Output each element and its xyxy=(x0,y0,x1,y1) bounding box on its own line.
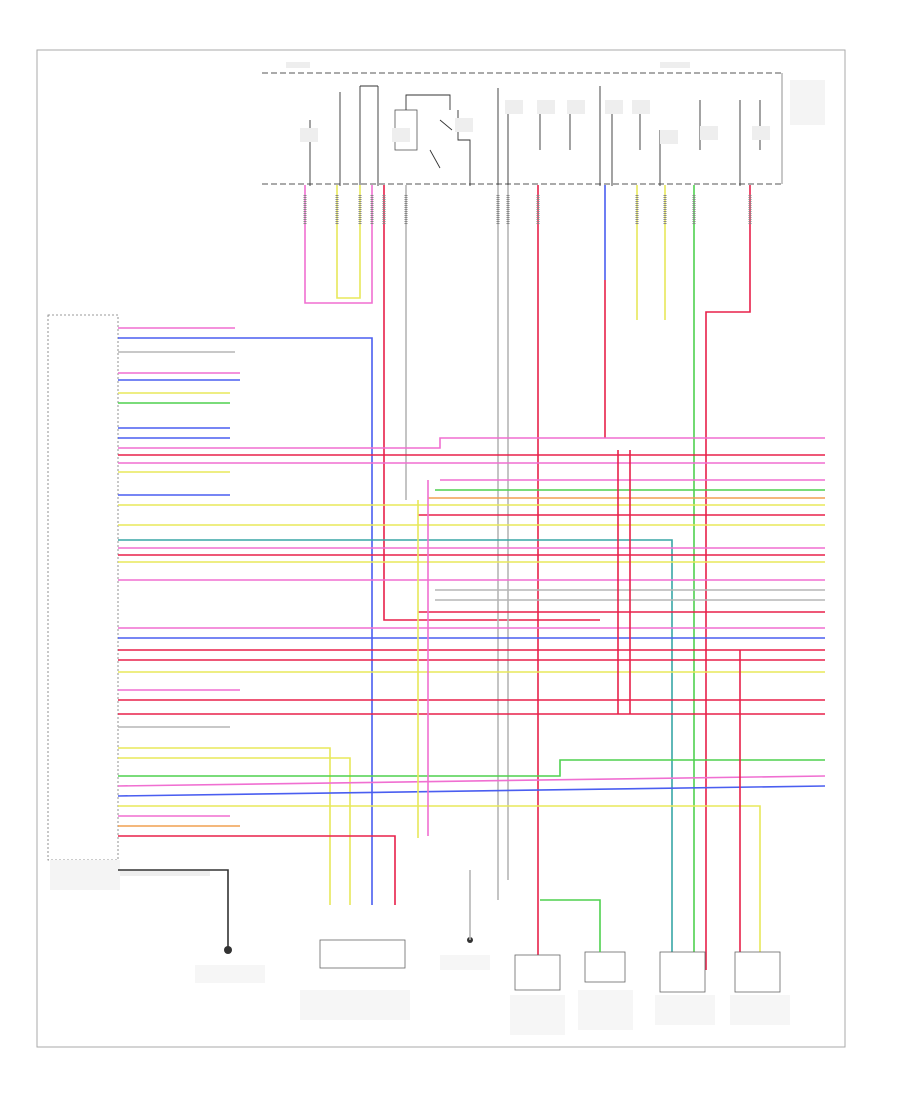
fuse-labels xyxy=(286,62,825,144)
connector-marks xyxy=(303,195,752,225)
diagram-frame xyxy=(36,49,846,1048)
right-trunk-lines xyxy=(417,450,741,970)
horizontal-wires xyxy=(117,327,826,970)
bottom-components xyxy=(195,870,790,1035)
pcm-connector xyxy=(47,314,210,890)
fuse-relay-symbols xyxy=(309,85,761,186)
